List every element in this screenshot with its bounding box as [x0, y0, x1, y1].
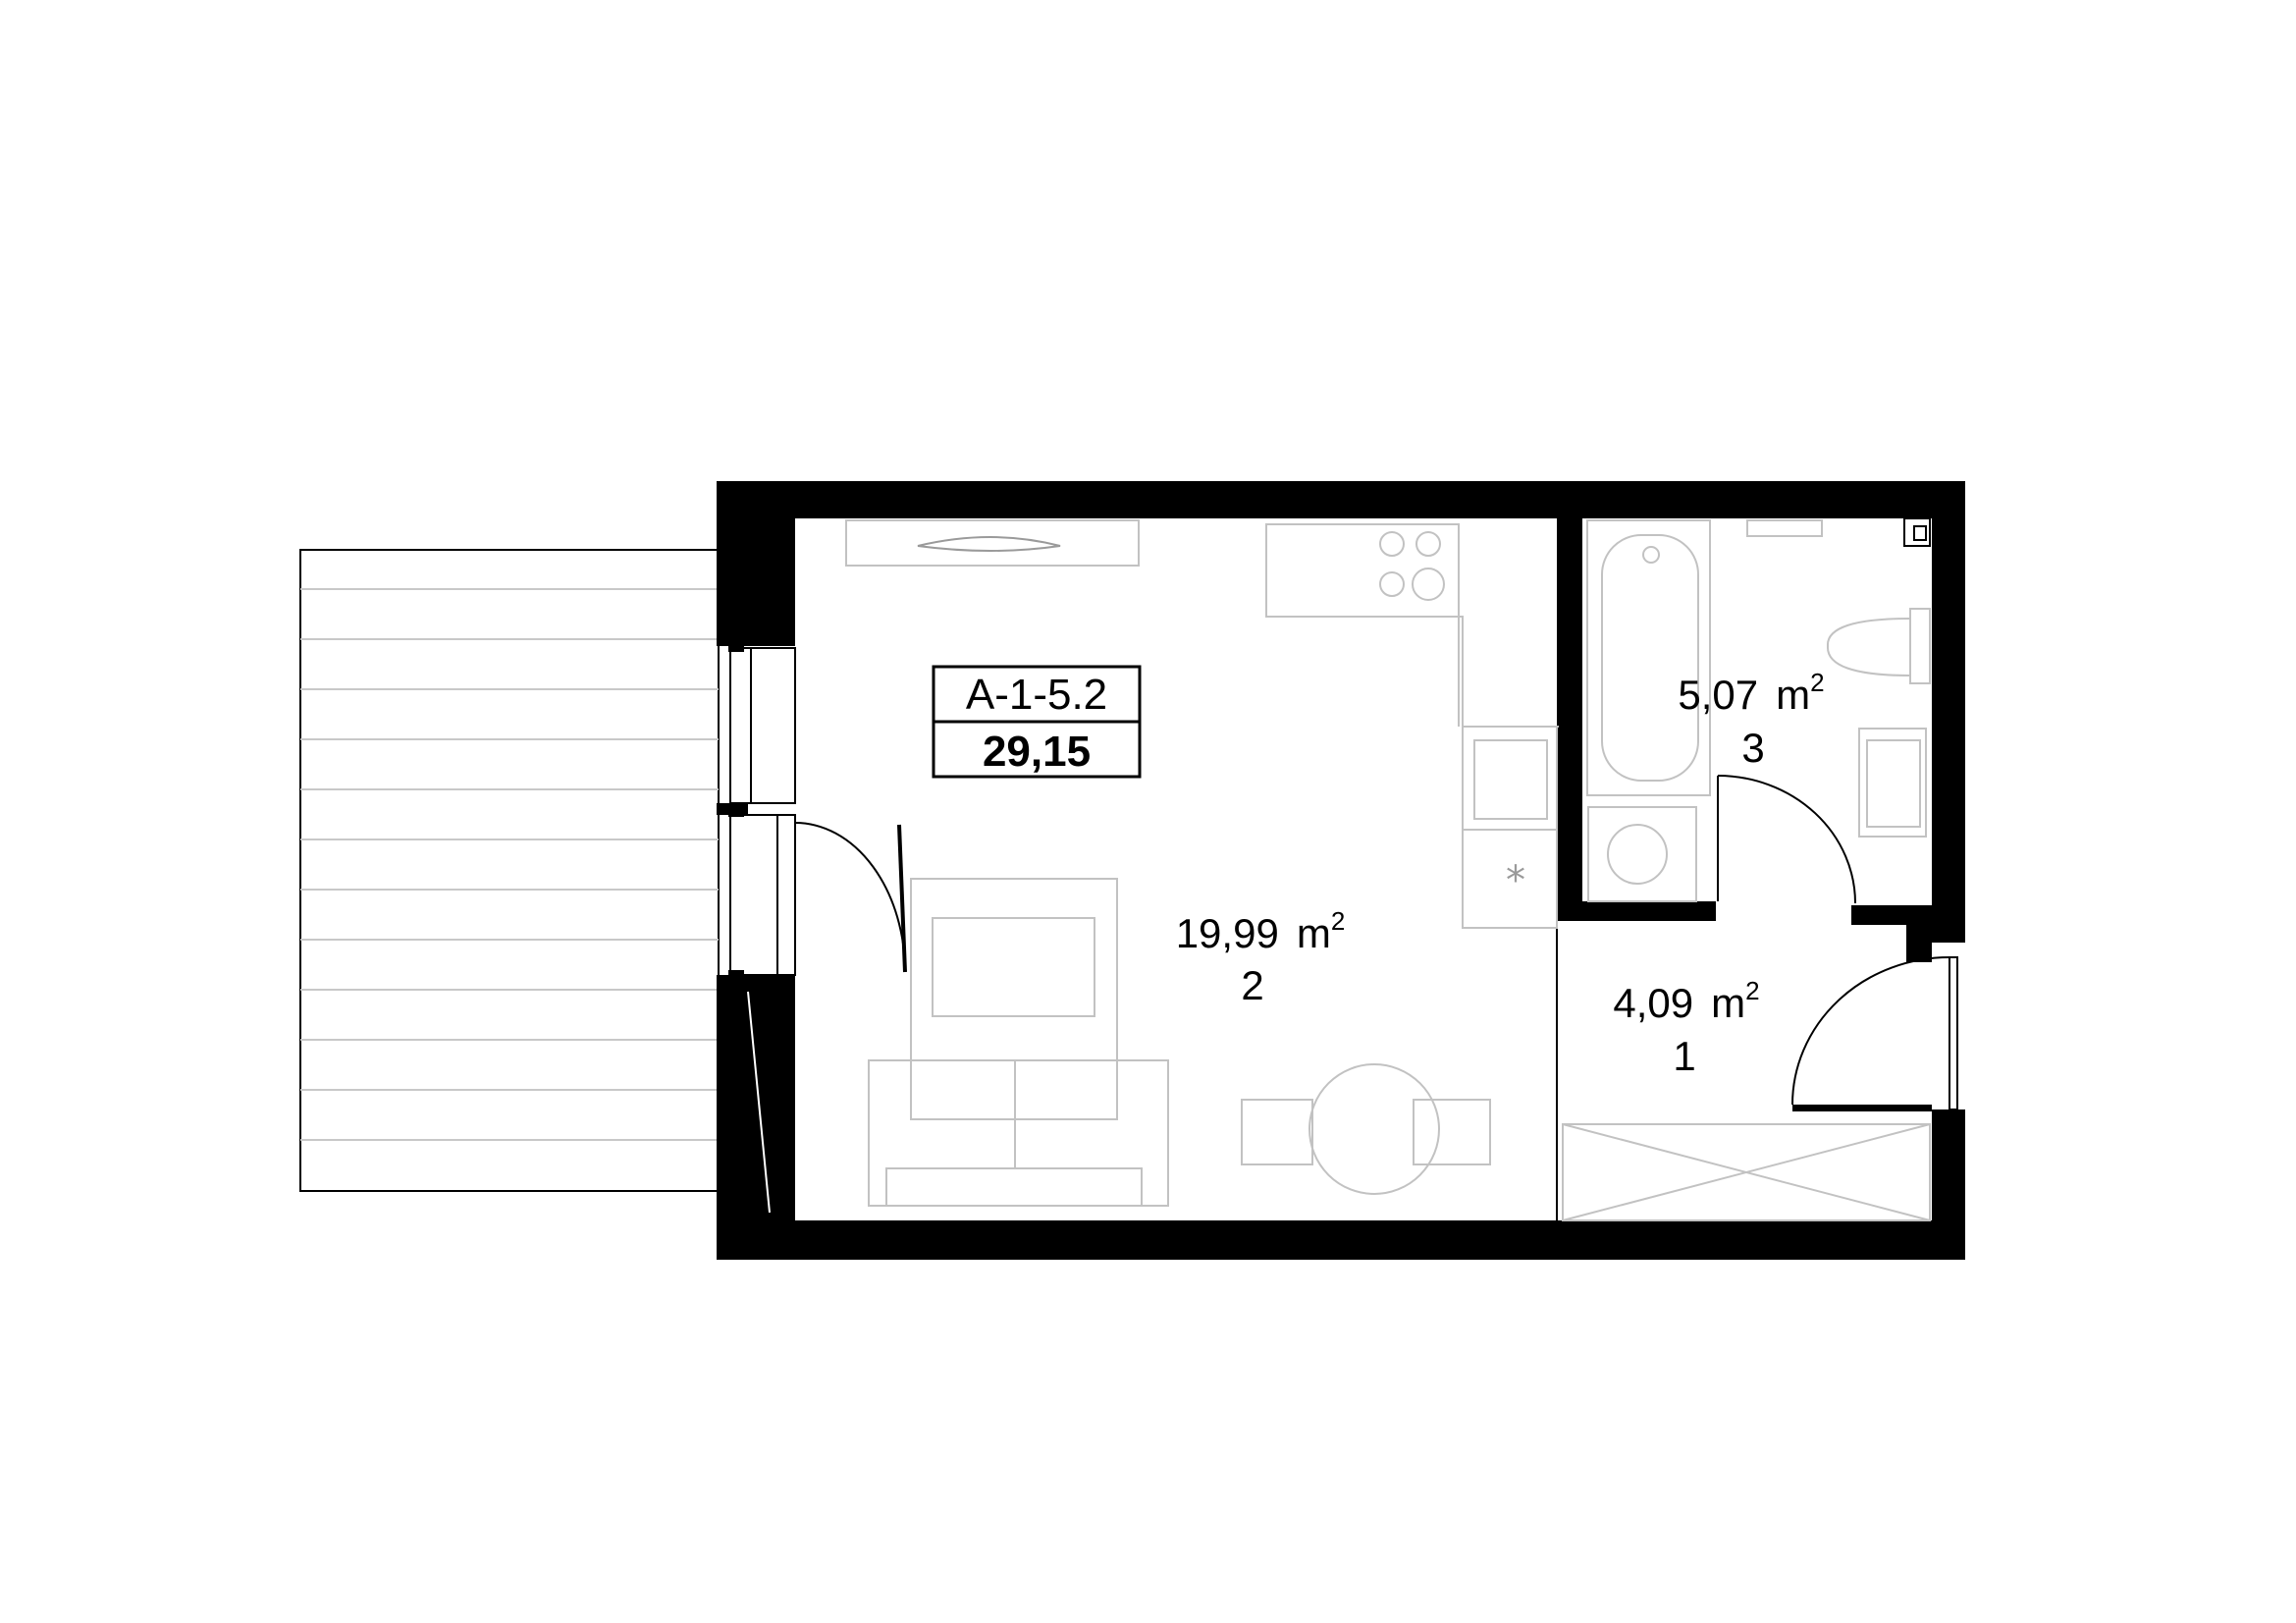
room-1-number: 1 — [1673, 1033, 1695, 1079]
balcony-door — [794, 822, 907, 973]
wall-left-upper — [717, 481, 795, 646]
unit-code: A-1-5.2 — [966, 671, 1107, 719]
unit-label: A-1-5.2 29,15 — [932, 665, 1142, 779]
balcony — [299, 549, 720, 1192]
furniture-main: * — [845, 519, 1559, 1207]
unit-total-area: 29,15 — [983, 728, 1091, 776]
wall-bath-bottom-left — [1557, 901, 1716, 921]
furniture-hall — [1562, 1123, 1931, 1221]
walls — [717, 481, 1965, 1260]
wall-hall-stub — [1906, 923, 1932, 962]
wall-top — [717, 481, 1965, 518]
wall-right-lower — [1932, 1109, 1965, 1260]
furniture-bath — [1586, 517, 1931, 902]
wall-bath-left — [1557, 516, 1582, 901]
wall-bath-bottom-right — [1851, 905, 1932, 925]
wall-left-lower — [717, 975, 795, 1260]
room-3-number: 3 — [1741, 725, 1764, 771]
room-2-number: 2 — [1241, 962, 1263, 1008]
window-frames — [728, 638, 796, 984]
bathroom-door — [1717, 775, 1856, 904]
wall-bottom — [717, 1220, 1965, 1260]
door-stop — [1792, 1105, 1932, 1111]
entrance-door — [1791, 956, 1958, 1110]
fridge-symbol: * — [1506, 858, 1525, 903]
wall-right-upper — [1932, 481, 1965, 943]
